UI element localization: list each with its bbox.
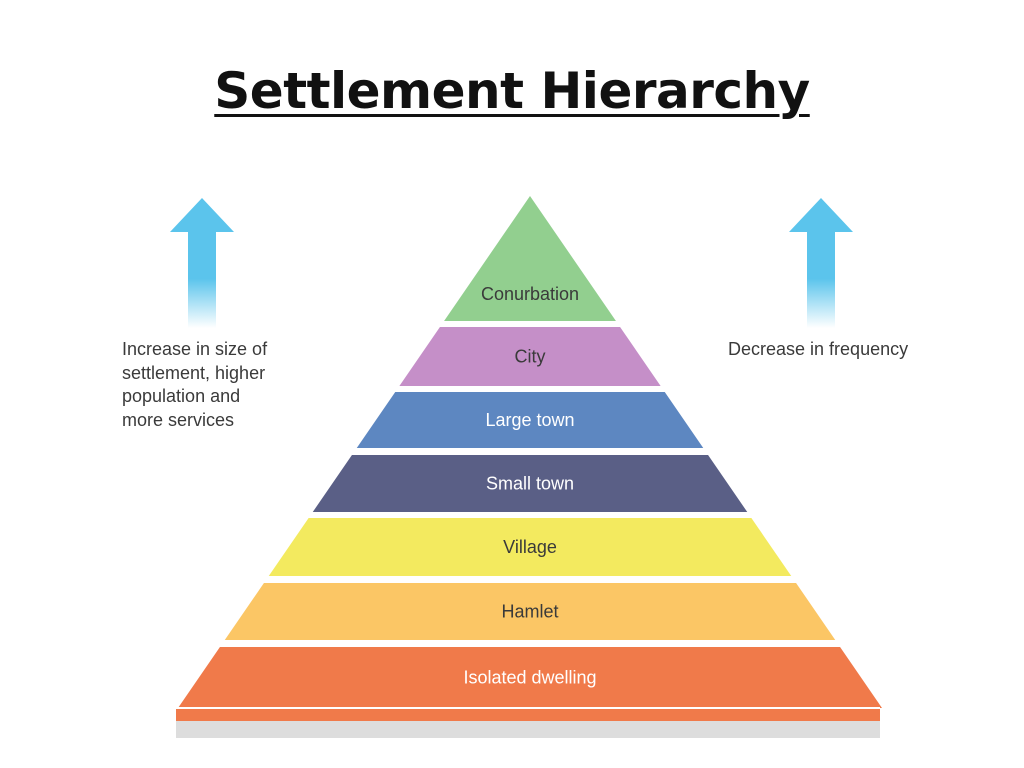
pyramid-tier-label: Hamlet: [501, 602, 558, 622]
pyramid-tier: [312, 455, 748, 512]
size-caption: Increase in size of settlement, higher p…: [122, 339, 268, 430]
pyramid-tier-label: City: [515, 347, 546, 367]
arrow-up-icon: [170, 198, 234, 328]
arrow-up-icon: [789, 198, 853, 328]
frequency-caption: Decrease in frequency: [728, 339, 909, 359]
pyramid-tier: [356, 392, 704, 448]
pyramid-tier: [224, 583, 836, 640]
pyramid-tier-label: Small town: [486, 474, 574, 494]
pyramid-tier-label: Isolated dwelling: [463, 668, 596, 688]
pyramid-base: [176, 708, 880, 721]
pyramid-tier-label: Village: [503, 537, 557, 557]
diagram-title: Settlement Hierarchy: [0, 62, 1024, 120]
pyramid-tier: [268, 518, 792, 576]
pyramid-tier: [399, 327, 661, 386]
pyramid-tier: [444, 196, 616, 321]
pyramid-tier: [178, 647, 882, 708]
pyramid-tier-label: Conurbation: [481, 284, 579, 304]
pyramid-tier-label: Large town: [485, 410, 574, 430]
diagram-title-text: Settlement Hierarchy: [214, 62, 810, 120]
pyramid-base-shadow: [176, 720, 880, 738]
